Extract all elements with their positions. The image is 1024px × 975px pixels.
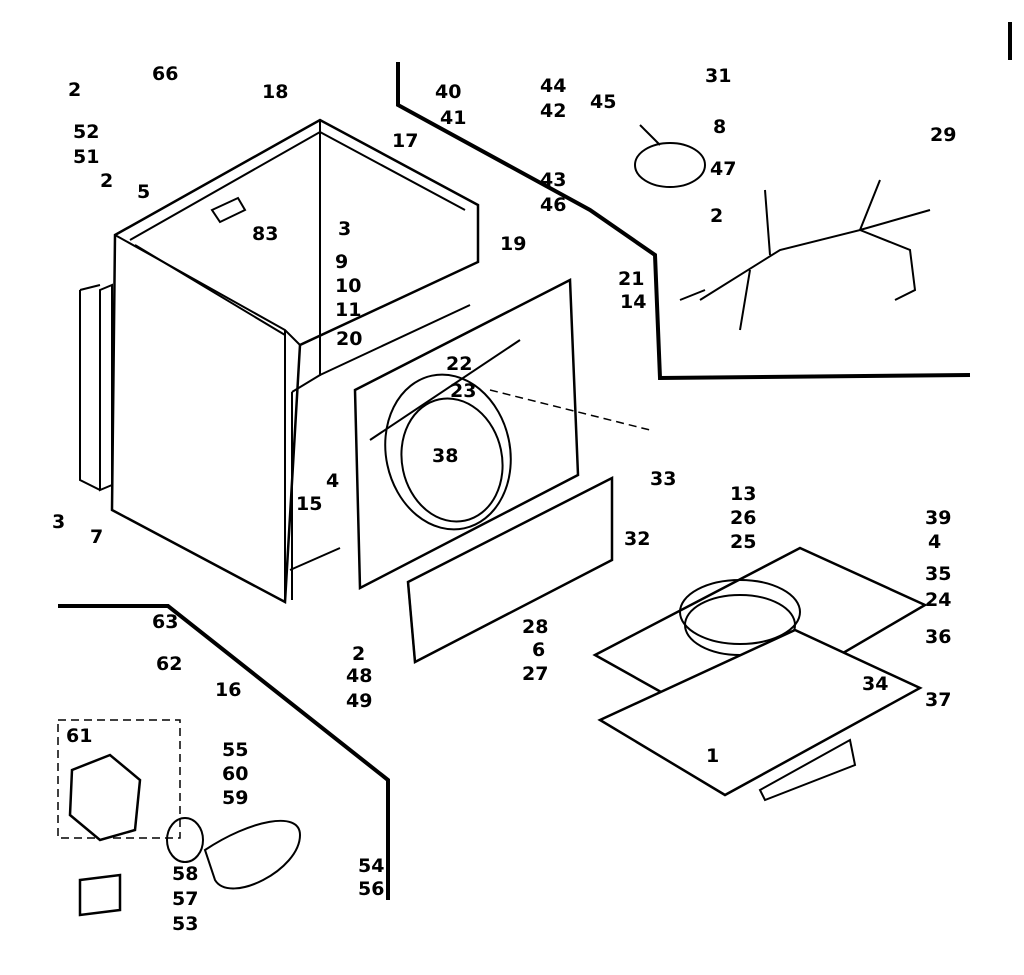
- front-panel-illustration: [353, 277, 651, 591]
- label-83: 83: [252, 223, 278, 245]
- label-1: 1: [706, 745, 719, 767]
- label-47: 47: [710, 158, 736, 180]
- label-4-b: 4: [928, 531, 941, 553]
- label-31: 31: [705, 65, 731, 87]
- label-2-a: 2: [68, 79, 81, 101]
- label-66: 66: [152, 63, 178, 85]
- label-25: 25: [730, 531, 756, 553]
- label-36: 36: [925, 626, 951, 648]
- label-35: 35: [925, 563, 951, 585]
- label-62: 62: [156, 653, 182, 675]
- label-60: 60: [222, 763, 248, 785]
- label-20: 20: [336, 328, 362, 350]
- label-14: 14: [620, 291, 646, 313]
- base-assembly-illustration: [592, 546, 928, 802]
- label-33: 33: [650, 468, 676, 490]
- label-3-b: 3: [52, 511, 65, 533]
- label-49: 49: [346, 690, 372, 712]
- label-53: 53: [172, 913, 198, 935]
- label-39: 39: [925, 507, 951, 529]
- label-58: 58: [172, 863, 198, 885]
- label-17: 17: [392, 130, 418, 152]
- label-55: 55: [222, 739, 248, 761]
- label-15: 15: [296, 493, 322, 515]
- label-2-b: 2: [100, 170, 113, 192]
- label-29: 29: [930, 124, 956, 146]
- label-37: 37: [925, 689, 951, 711]
- label-3-a: 3: [338, 218, 351, 240]
- label-52: 52: [73, 121, 99, 143]
- label-26: 26: [730, 507, 756, 529]
- label-41: 41: [440, 107, 466, 129]
- section-separators: [58, 22, 1012, 900]
- label-22: 22: [446, 353, 472, 375]
- label-7: 7: [90, 526, 103, 548]
- label-46: 46: [540, 194, 566, 216]
- label-61: 61: [66, 725, 92, 747]
- label-54: 54: [358, 855, 384, 877]
- label-6: 6: [532, 639, 545, 661]
- label-48: 48: [346, 665, 372, 687]
- label-4-a: 4: [326, 470, 339, 492]
- wiring-illustration: [634, 124, 931, 331]
- label-51: 51: [73, 146, 99, 168]
- label-18: 18: [262, 81, 288, 103]
- label-38: 38: [432, 445, 458, 467]
- cabinet-illustration: [79, 118, 480, 605]
- label-21: 21: [618, 268, 644, 290]
- label-13: 13: [730, 483, 756, 505]
- label-34: 34: [862, 673, 888, 695]
- label-32: 32: [624, 528, 650, 550]
- motor-illustration: [57, 719, 302, 917]
- label-56: 56: [358, 878, 384, 900]
- callout-labels: 66 2 52 51 2 5 18 17 3 83 19 40 41 44 42…: [52, 63, 956, 935]
- label-28: 28: [522, 616, 548, 638]
- toe-panel-illustration: [406, 475, 614, 664]
- label-42: 42: [540, 100, 566, 122]
- label-63: 63: [152, 611, 178, 633]
- label-16: 16: [215, 679, 241, 701]
- label-8: 8: [713, 116, 726, 138]
- label-57: 57: [172, 888, 198, 910]
- label-44: 44: [540, 75, 566, 97]
- label-10: 10: [335, 275, 361, 297]
- label-40: 40: [435, 81, 461, 103]
- label-2-d: 2: [352, 643, 365, 665]
- label-23: 23: [450, 380, 476, 402]
- label-27: 27: [522, 663, 548, 685]
- label-19: 19: [500, 233, 526, 255]
- label-24: 24: [925, 589, 951, 611]
- label-2-c: 2: [710, 205, 723, 227]
- label-11: 11: [335, 299, 361, 321]
- label-43: 43: [540, 169, 566, 191]
- label-9: 9: [335, 251, 348, 273]
- label-59: 59: [222, 787, 248, 809]
- label-5: 5: [137, 181, 150, 203]
- label-45: 45: [590, 91, 616, 113]
